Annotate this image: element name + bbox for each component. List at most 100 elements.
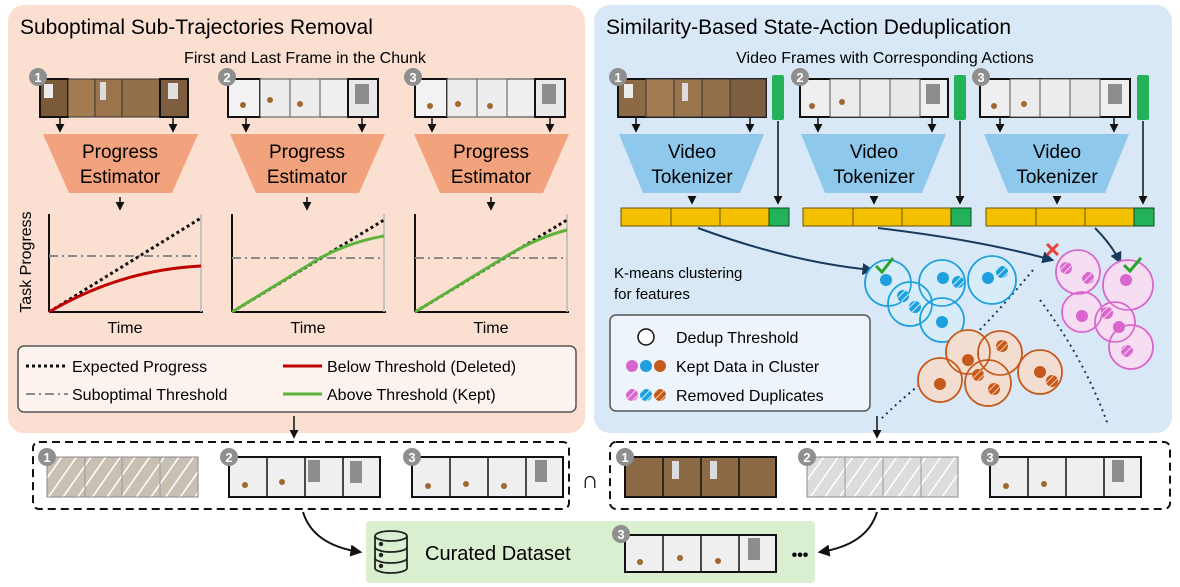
badge-result-left-1: 1 <box>38 448 56 466</box>
token-bar-1 <box>620 207 790 227</box>
legend-suboptimal-threshold: Suboptimal Threshold <box>72 387 227 404</box>
badge-left-1: 1 <box>29 68 47 86</box>
badge-result-right-2: 2 <box>798 448 816 466</box>
svg-text:Estimator: Estimator <box>80 167 161 188</box>
check-icon <box>874 257 895 275</box>
merge-arrows <box>302 511 878 557</box>
tokenizer-to-bar-arrows <box>687 195 1062 205</box>
svg-text:3: 3 <box>409 70 416 85</box>
left-legend: Expected Progress Below Threshold (Delet… <box>17 345 577 413</box>
svg-text:1: 1 <box>43 450 50 465</box>
kmeans-label-line2: for features <box>614 286 690 303</box>
progress-estimator-1: Progress Estimator <box>43 134 198 193</box>
badge-right-1: 1 <box>609 68 627 86</box>
badge-result-right-3: 3 <box>981 448 999 466</box>
more-ellipsis: ••• <box>792 547 809 564</box>
badge-result-left-3: 3 <box>403 448 421 466</box>
token-bar-2 <box>802 207 972 227</box>
svg-text:2: 2 <box>225 450 232 465</box>
left-frame-strip-1 <box>39 78 189 118</box>
right-result-strip-1 <box>624 456 777 498</box>
curated-frame-strip <box>624 534 777 573</box>
svg-text:Tokenizer: Tokenizer <box>833 167 915 188</box>
left-frame-strip-2 <box>227 78 379 118</box>
video-tokenizer-1: Video Tokenizer <box>619 134 764 193</box>
progress-estimator-2: Progress Estimator <box>230 134 385 193</box>
badge-result-left-2: 2 <box>220 448 238 466</box>
frame-to-tokenizer-arrows <box>631 118 1148 205</box>
cluster-separator-left <box>879 269 1034 421</box>
svg-text:Progress: Progress <box>82 142 158 163</box>
svg-text:3: 3 <box>408 450 415 465</box>
token-bar-3 <box>985 207 1155 227</box>
x-axis-label-3: Time <box>474 320 509 337</box>
legend-kept-data: Kept Data in Cluster <box>676 359 820 376</box>
svg-text:2: 2 <box>796 70 803 85</box>
badge-result-right-1: 1 <box>616 448 634 466</box>
svg-text:3: 3 <box>617 527 624 542</box>
badge-curated: 3 <box>612 525 630 543</box>
progress-plot-3: Time <box>414 214 569 337</box>
curated-dataset-label: Curated Dataset <box>425 543 571 565</box>
kmeans-label-line1: K-means clustering <box>614 265 742 282</box>
video-tokenizer-2: Video Tokenizer <box>801 134 946 193</box>
y-axis-label: Task Progress <box>18 211 35 312</box>
legend-below-threshold: Below Threshold (Deleted) <box>327 359 516 376</box>
svg-text:3: 3 <box>977 70 984 85</box>
svg-text:Estimator: Estimator <box>267 167 348 188</box>
right-frame-strip-1 <box>617 75 784 120</box>
legend-expected-progress: Expected Progress <box>72 359 207 376</box>
right-legend: Dedup Threshold Kept Data in Cluster Rem… <box>609 314 871 412</box>
right-panel-subtitle: Video Frames with Corresponding Actions <box>736 50 1034 67</box>
svg-text:2: 2 <box>803 450 810 465</box>
left-result-strip-1-removed <box>46 456 199 498</box>
svg-text:1: 1 <box>34 70 41 85</box>
pink-points <box>1060 262 1133 357</box>
progress-plot-2: Time <box>231 214 386 337</box>
badge-left-3: 3 <box>404 68 422 86</box>
video-tokenizer-3: Video Tokenizer <box>984 134 1129 193</box>
progress-plot-1: Time <box>48 214 203 337</box>
right-frame-strip-3 <box>979 75 1149 120</box>
svg-text:Video: Video <box>1033 142 1081 163</box>
cluster-separator-right <box>1039 299 1109 426</box>
legend-above-threshold: Above Threshold (Kept) <box>327 387 496 404</box>
database-icon <box>374 530 408 574</box>
cross-icon <box>1045 242 1060 257</box>
estimator-to-plot-arrows <box>115 197 496 211</box>
orange-cluster-outline <box>917 329 1063 407</box>
progress-estimator-3: Progress Estimator <box>414 134 569 193</box>
legend-removed-duplicates: Removed Duplicates <box>676 388 824 405</box>
panel-to-result-arrows <box>289 416 882 439</box>
svg-text:Estimator: Estimator <box>451 167 532 188</box>
svg-text:Tokenizer: Tokenizer <box>1016 167 1098 188</box>
svg-text:Video: Video <box>668 142 716 163</box>
right-result-strip-2-removed <box>806 456 959 498</box>
blue-points <box>880 266 1008 328</box>
badge-left-2: 2 <box>218 68 236 86</box>
bar-to-cluster-arrows <box>697 227 1122 276</box>
right-result-strip-3 <box>989 456 1142 498</box>
orange-points <box>934 340 1058 395</box>
svg-text:Video: Video <box>850 142 898 163</box>
svg-text:Progress: Progress <box>269 142 345 163</box>
svg-text:Progress: Progress <box>453 142 529 163</box>
badge-right-3: 3 <box>972 68 990 86</box>
x-axis-label-2: Time <box>291 320 326 337</box>
check-icon <box>1122 257 1143 274</box>
svg-text:1: 1 <box>614 70 621 85</box>
badge-right-2: 2 <box>791 68 809 86</box>
intersection-symbol: ∩ <box>581 467 598 494</box>
right-frame-strip-2 <box>799 75 966 120</box>
svg-text:3: 3 <box>986 450 993 465</box>
left-result-strip-2 <box>228 456 381 498</box>
right-panel-title: Similarity-Based State-Action Deduplicat… <box>606 16 1011 39</box>
legend-dedup-threshold: Dedup Threshold <box>676 330 798 347</box>
svg-text:1: 1 <box>621 450 628 465</box>
left-frame-strip-3 <box>414 78 566 118</box>
frame-to-estimator-arrows <box>55 118 555 133</box>
left-panel-title: Suboptimal Sub-Trajectories Removal <box>20 16 373 39</box>
svg-text:2: 2 <box>223 70 230 85</box>
left-result-strip-3 <box>411 456 564 498</box>
